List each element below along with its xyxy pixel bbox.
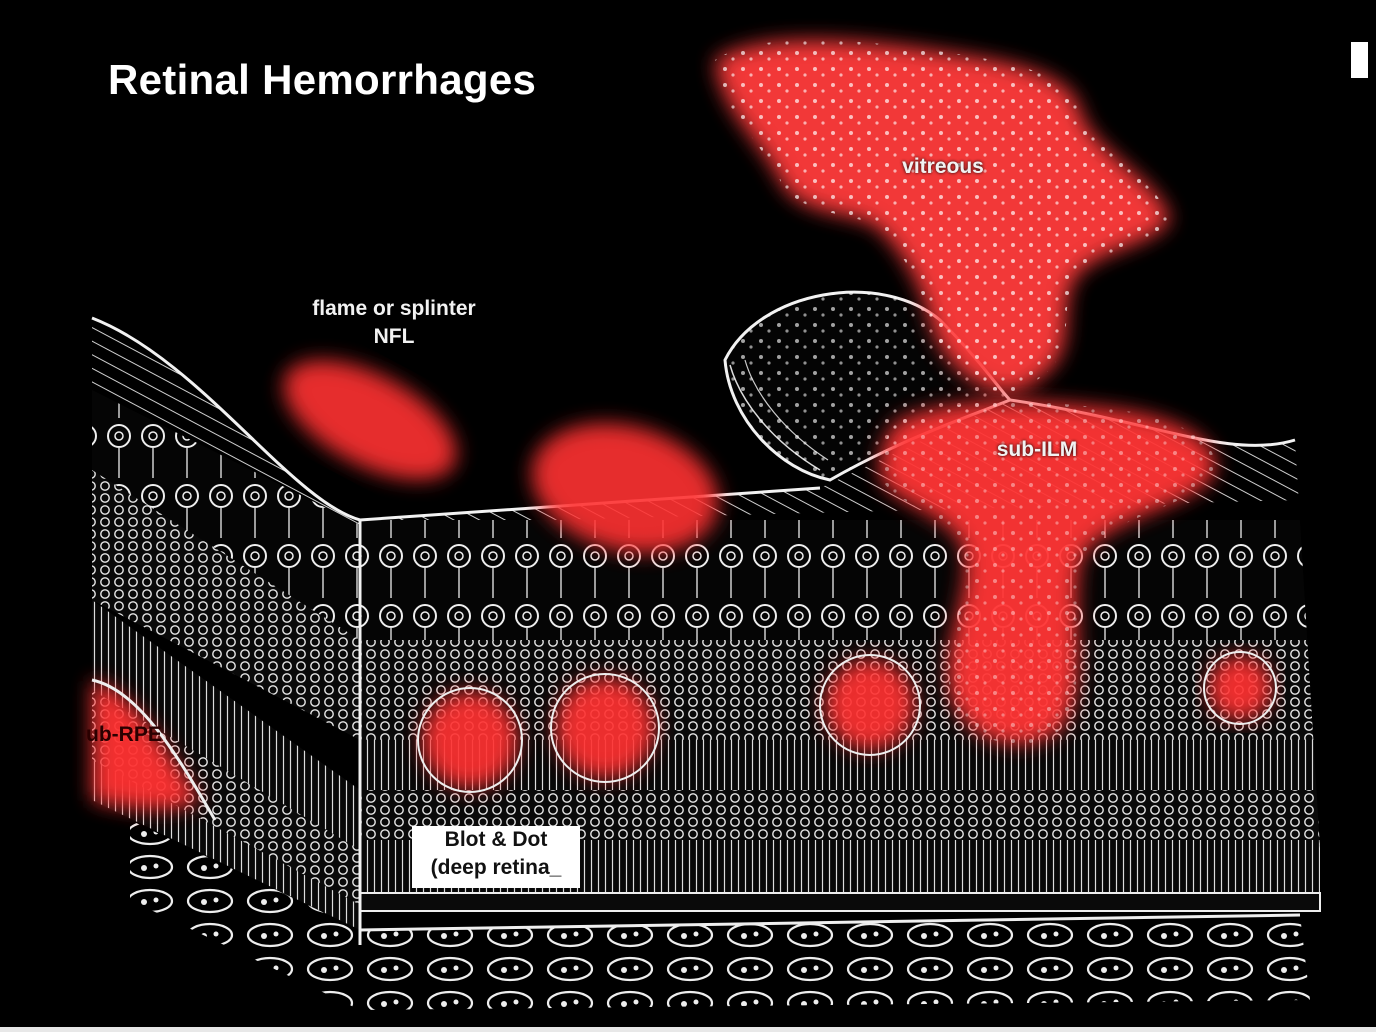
- hemorrhage-blot-dot: [417, 651, 1277, 793]
- label-flame-line1: flame or splinter: [312, 297, 476, 320]
- hemorrhage-sub-ilm: [880, 401, 1216, 745]
- hemorrhage-vitreous: [715, 40, 1170, 392]
- choroid-layer: [130, 820, 1310, 1010]
- hemorrhage-sub-rpe: [91, 678, 217, 821]
- label-sub-rpe: ub-RPE: [86, 723, 162, 746]
- retina-layers-block: [92, 318, 1325, 945]
- label-blot-line1: Blot & Dot: [444, 828, 548, 851]
- label-blot-dot: Blot & Dot (deep retina_: [412, 826, 580, 888]
- label-vitreous: vitreous: [902, 155, 984, 178]
- corner-marker: [1351, 42, 1368, 78]
- label-sub-ilm: sub-ILM: [996, 438, 1078, 461]
- label-blot-line2: (deep retina_: [430, 856, 562, 879]
- slide-title: Retinal Hemorrhages: [108, 56, 537, 103]
- label-flame-line2: NFL: [373, 325, 415, 348]
- hemorrhage-flame-nfl: [283, 360, 719, 553]
- bottom-edge: [0, 1027, 1376, 1032]
- label-flame-nfl: flame or splinter NFL: [290, 295, 498, 351]
